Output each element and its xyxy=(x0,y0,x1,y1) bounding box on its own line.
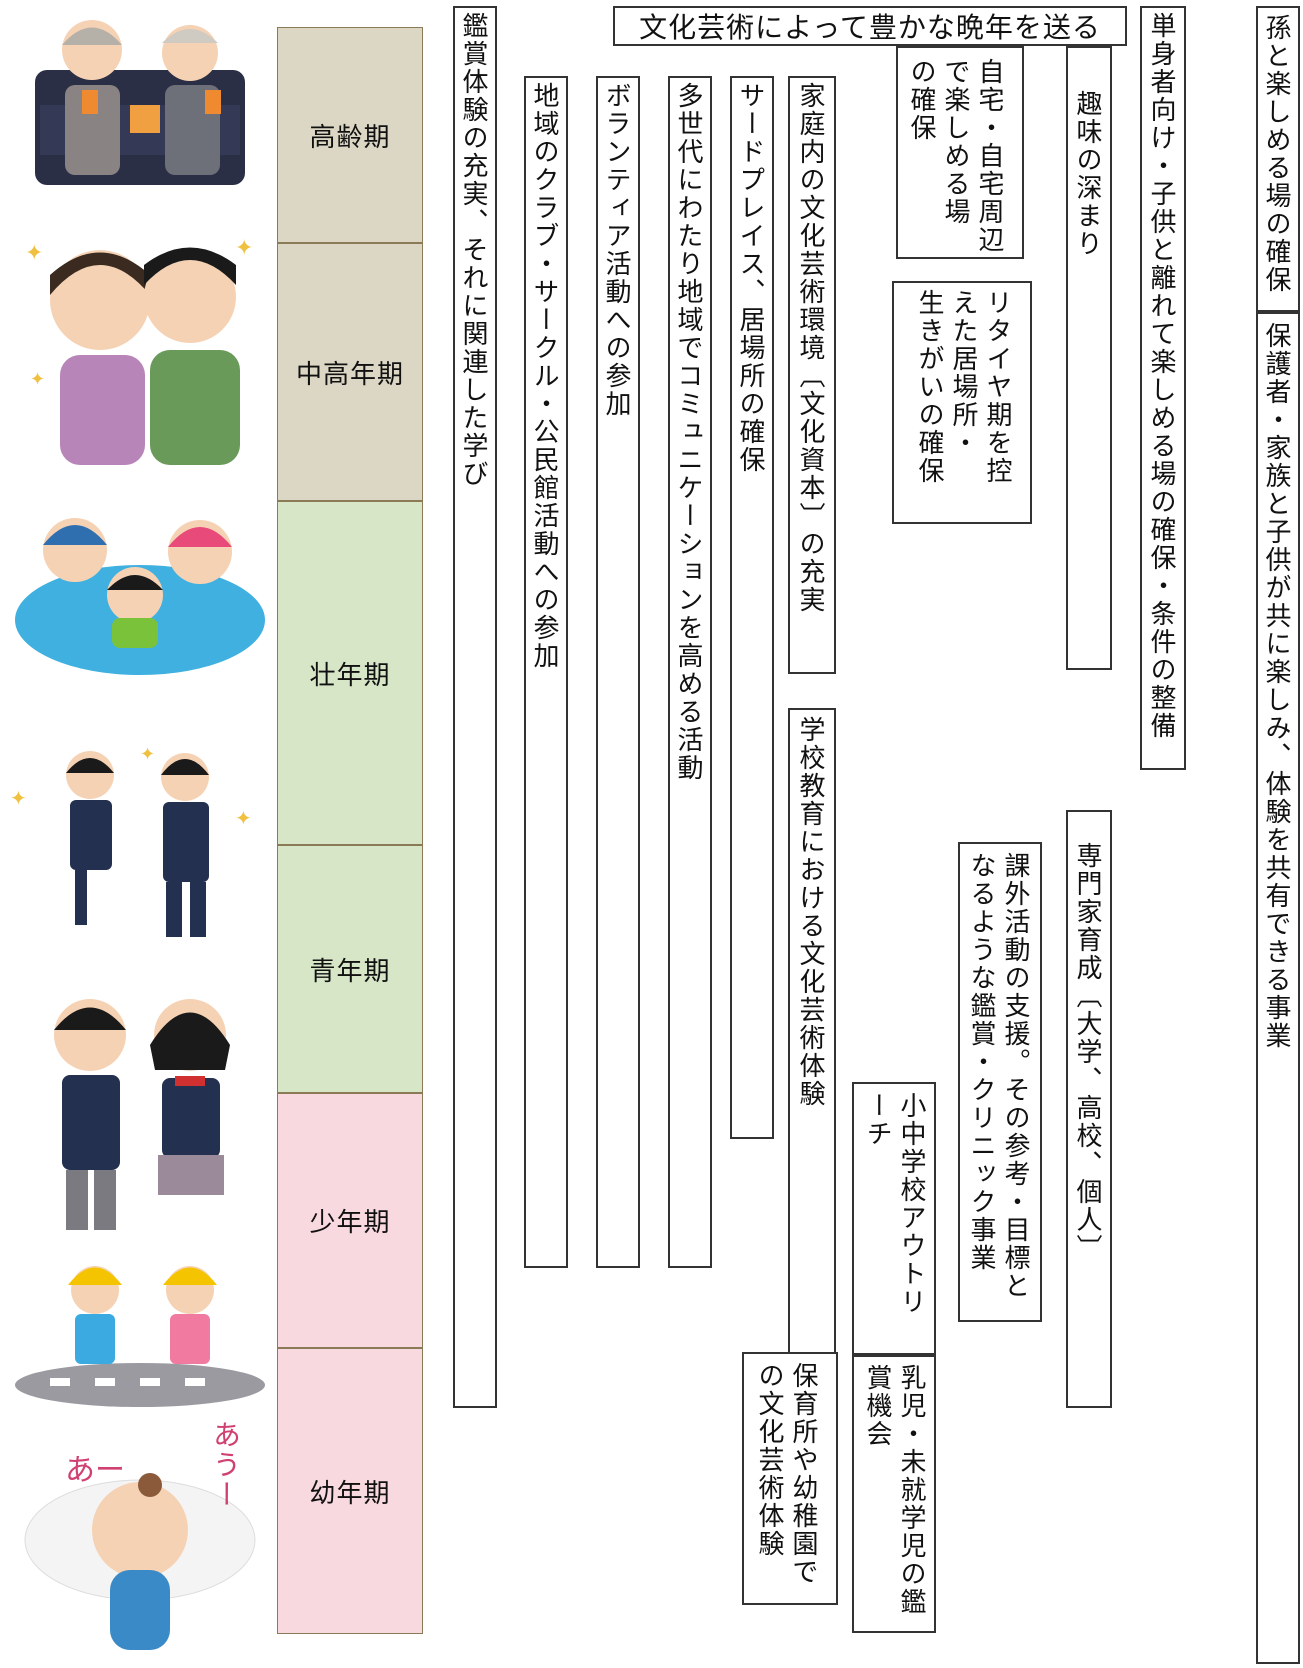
bar-school-education xyxy=(788,708,836,1358)
bar-home-space xyxy=(896,46,1024,259)
bar-retirement-label: リタイヤ期を控 えた居場所・ 生きがいの確保 xyxy=(914,289,1012,485)
stage-prime-label: 壮年期 xyxy=(309,660,391,691)
stage-youth: 青年期 xyxy=(277,845,423,1093)
bar-extracurricular-label: 課外活動の支援。その参考・目標と なるような鑑賞・クリニック事業 xyxy=(966,852,1030,1300)
stage-elderly-label: 高齢期 xyxy=(309,122,391,153)
stage-boyhood: 少年期 xyxy=(277,1093,423,1348)
bar-retirement xyxy=(892,281,1032,524)
stage-boyhood-label: 少年期 xyxy=(309,1208,391,1238)
schoolchildren-crosswalk-illustration xyxy=(0,1250,270,1410)
young-business-people-illustration: ✦ ✦ ✦ xyxy=(0,735,270,945)
elderly-couple-illustration xyxy=(0,5,270,195)
bar-specialist-training xyxy=(1066,810,1112,1408)
stage-infancy: 幼年期 xyxy=(277,1348,423,1634)
middle-aged-couple-illustration: ✦ ✦ ✦ xyxy=(0,225,270,465)
stage-middle-aged: 中高年期 xyxy=(277,243,423,501)
svg-text:✦: ✦ xyxy=(140,744,155,765)
bar-third-place xyxy=(730,76,774,1139)
bar-school-outreach xyxy=(852,1082,936,1355)
bar-school-education-label: 学校教育における文化芸術体験 xyxy=(795,716,825,1108)
stage-prime: 壮年期 xyxy=(277,501,423,845)
svg-text:✦: ✦ xyxy=(235,236,253,261)
svg-text:✦: ✦ xyxy=(30,369,45,390)
svg-text:✦: ✦ xyxy=(10,786,27,810)
baby-sound-left: あー xyxy=(65,1453,125,1488)
bar-multigenerational-label: 多世代にわたり地域でコミュニケーションを高める活動 xyxy=(673,82,703,782)
svg-text:✦: ✦ xyxy=(235,806,252,830)
bar-specialist-training-label: 専門家育成〔大学、高校、個人〕 xyxy=(1072,842,1102,1262)
bar-single-label: 単身者向け・子供と離れて楽しめる場の確保・条件の整備 xyxy=(1146,12,1176,740)
bar-nursery-kindergarten xyxy=(742,1352,838,1605)
bar-school-outreach-label: 小中学校アウトリ ーチ xyxy=(862,1092,926,1316)
stage-middle-aged-label: 中高年期 xyxy=(295,359,404,390)
bar-club-label: 地域のクラブ・サークル・公民館活動への参加 xyxy=(529,82,559,670)
bar-home-space-label: 自宅・自宅周辺 で楽しめる場 の確保 xyxy=(906,58,1004,254)
bar-nursery-kindergarten-label: 保育所や幼稚園で の文化芸術体験 xyxy=(754,1362,818,1586)
stage-youth-label: 青年期 xyxy=(309,956,391,987)
family-pool-illustration xyxy=(0,490,270,690)
bar-grandchild xyxy=(1256,6,1300,312)
baby-illustration: あー あうー xyxy=(0,1420,270,1668)
baby-sound-right: あうー xyxy=(209,1420,242,1510)
bar-club xyxy=(524,76,568,1268)
bar-appreciation xyxy=(453,6,497,1408)
bar-infant-appreciation-label: 乳児・未就学児の鑑 賞機会 xyxy=(862,1364,926,1616)
bar-volunteer-label: ボランティア活動への参加 xyxy=(601,82,631,418)
students-uniform-illustration xyxy=(0,980,270,1235)
bar-third-place-label: サードプレイス、居場所の確保 xyxy=(735,82,765,474)
stage-elderly: 高齢期 xyxy=(277,27,423,243)
bar-multigenerational xyxy=(668,76,712,1268)
bar-single xyxy=(1140,6,1186,770)
bar-appreciation-label: 鑑賞体験の充実、それに関連した学び xyxy=(458,12,488,488)
bar-infant-appreciation xyxy=(852,1355,936,1633)
stage-infancy-label: 幼年期 xyxy=(309,1478,391,1509)
bar-family-environment-label: 家庭内の文化芸術環境〔文化資本〕の充実 xyxy=(795,82,825,614)
bar-volunteer xyxy=(596,76,640,1268)
bar-hobby xyxy=(1066,46,1112,670)
bar-parents-children-label: 保護者・家族と子供が共に楽しみ、体験を共有できる事業 xyxy=(1261,322,1291,1050)
bar-extracurricular xyxy=(958,842,1042,1322)
svg-text:✦: ✦ xyxy=(25,241,43,266)
header-goal-label: 文化芸術によって豊かな晩年を送る xyxy=(639,11,1101,44)
header-goal: 文化芸術によって豊かな晩年を送る xyxy=(613,6,1127,46)
bar-grandchild-label: 孫と楽しめる場の確保 xyxy=(1261,14,1291,294)
bar-hobby-label: 趣味の深まり xyxy=(1072,90,1102,258)
bar-parents-children xyxy=(1256,312,1300,1664)
bar-family-environment xyxy=(788,76,836,674)
